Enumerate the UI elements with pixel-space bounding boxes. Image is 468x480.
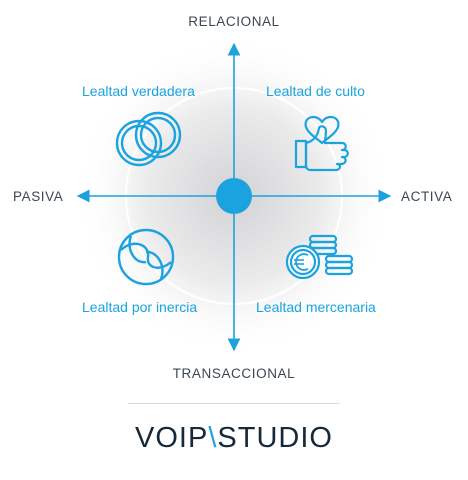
swirl-ball-icon xyxy=(117,228,175,286)
logo-separator: \ xyxy=(208,422,218,454)
euro-coins-icon xyxy=(285,234,354,280)
axis-label-right: ACTIVA xyxy=(401,189,453,204)
axis-label-left: PASIVA xyxy=(13,189,64,204)
logo-text-right: STUDIO xyxy=(217,422,333,454)
interlocking-rings-icon xyxy=(115,111,182,167)
center-dot xyxy=(216,178,252,214)
quadrant-label-top-right: Lealtad de culto xyxy=(266,83,365,99)
quadrant-label-bottom-left: Lealtad por inercia xyxy=(82,299,198,315)
axis-label-top: RELACIONAL xyxy=(188,14,280,29)
quadrant-label-bottom-right: Lealtad mercenaria xyxy=(256,299,376,315)
voipstudio-logo: VOIP\STUDIO xyxy=(0,422,468,455)
logo-divider xyxy=(128,403,340,404)
logo-text-left: VOIP xyxy=(135,422,209,454)
quadrant-label-top-left: Lealtad verdadera xyxy=(82,83,195,99)
thumbs-up-heart-icon xyxy=(294,115,349,172)
axis-label-bottom: TRANSACCIONAL xyxy=(172,366,296,381)
